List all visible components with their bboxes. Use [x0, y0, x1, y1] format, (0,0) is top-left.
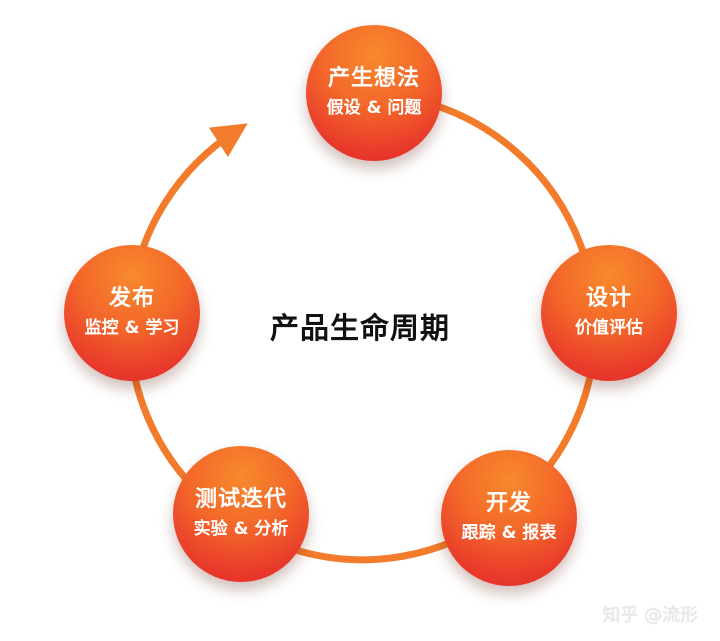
node-design-subtitle: 价值评估 — [575, 318, 643, 338]
node-develop-title: 开发 — [485, 491, 532, 516]
node-idea-subtitle: 假设 & 问题 — [326, 98, 422, 118]
node-test-subtitle: 实验 & 分析 — [193, 519, 289, 539]
node-idea: 产生想法 假设 & 问题 — [306, 25, 442, 161]
node-develop-subtitle: 跟踪 & 报表 — [461, 523, 557, 543]
node-design: 设计 价值评估 — [541, 245, 677, 381]
node-test: 测试迭代 实验 & 分析 — [173, 446, 309, 582]
node-idea-title: 产生想法 — [327, 66, 420, 91]
node-design-title: 设计 — [585, 286, 632, 311]
node-develop: 开发 跟踪 & 报表 — [441, 450, 577, 586]
node-release: 发布 监控 & 学习 — [64, 245, 200, 381]
watermark: 知乎 @流形 — [602, 605, 698, 626]
node-test-title: 测试迭代 — [194, 487, 287, 512]
node-release-title: 发布 — [108, 286, 155, 311]
node-release-subtitle: 监控 & 学习 — [84, 318, 180, 338]
center-title: 产品生命周期 — [269, 311, 451, 345]
